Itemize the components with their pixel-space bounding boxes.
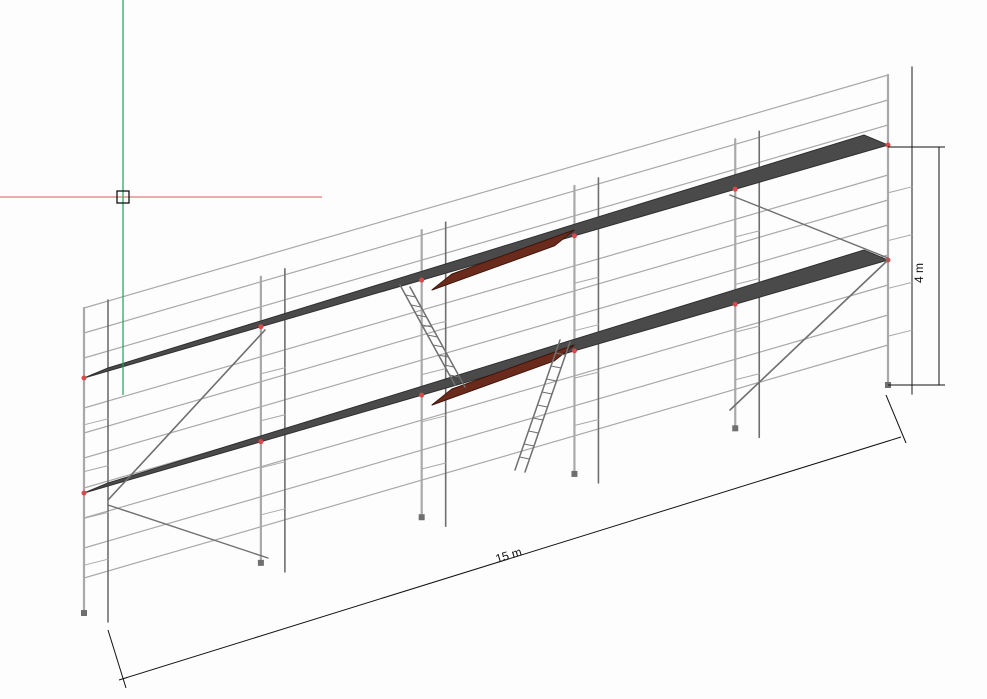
ladder-rung	[432, 344, 444, 348]
ladder-rung	[438, 354, 449, 358]
base-plate	[571, 470, 578, 477]
coupling-node	[258, 324, 264, 330]
ladder-rung	[443, 364, 455, 368]
frame-rung	[573, 276, 599, 284]
deck-platform	[83, 249, 890, 494]
frame-rung	[83, 418, 109, 426]
frame-rung	[887, 281, 913, 289]
ladder-rung	[546, 378, 557, 382]
frame-rung	[83, 465, 109, 473]
frame-rung	[83, 511, 109, 519]
frame-rung	[260, 461, 286, 469]
ladder-rung	[410, 304, 422, 308]
height-dimension-label: 4 m	[912, 263, 926, 283]
guard-rail	[83, 224, 889, 459]
guard-rail	[83, 344, 889, 579]
base-plate	[81, 610, 87, 616]
base-plate	[732, 425, 739, 432]
diagonal-brace	[729, 194, 889, 259]
coupling-node	[419, 277, 425, 283]
diagonal-brace	[729, 259, 889, 411]
frame-rung	[260, 508, 286, 516]
ladder-rung	[555, 352, 566, 356]
frame-rung	[734, 277, 760, 285]
coupling-node	[885, 142, 891, 148]
ladder-rung	[541, 391, 553, 395]
frame-rung	[573, 324, 599, 332]
coupling-node	[81, 490, 87, 496]
coupling-node	[571, 348, 577, 354]
frame-rung	[887, 234, 913, 242]
crosshair-cursor-icon	[0, 0, 322, 395]
ladder-rung	[519, 456, 530, 460]
frame-rung	[421, 415, 447, 423]
frame-rung	[734, 230, 760, 238]
height-dimension: 4 m	[888, 146, 945, 386]
cursor-pick-box[interactable]	[116, 190, 130, 204]
coupling-node	[258, 439, 264, 445]
ladder-rung	[405, 294, 416, 298]
frame-rung	[421, 320, 447, 328]
length-dimension-label: 15 m	[494, 545, 524, 566]
frame-rung	[734, 373, 760, 381]
frame-rung	[260, 414, 286, 422]
frame-rung	[887, 186, 913, 194]
guard-rail	[83, 74, 889, 309]
length-dimension: 15 m	[107, 394, 907, 689]
coupling-node	[732, 301, 738, 307]
coupling-node	[571, 233, 577, 239]
frame-rung	[421, 462, 447, 470]
guard-rail	[83, 174, 889, 409]
trapdoor-deck	[431, 229, 575, 291]
guard-rail	[83, 124, 889, 359]
ladder-rung	[416, 314, 427, 318]
coupling-node	[732, 186, 738, 192]
ladder-rung	[528, 430, 539, 434]
coupling-node	[419, 392, 425, 398]
base-plate	[257, 559, 264, 566]
frame-rung	[421, 368, 447, 376]
guard-rail	[83, 99, 889, 334]
frame-rung	[573, 371, 599, 379]
frame-rung	[83, 558, 109, 566]
ladder-rung	[523, 443, 535, 447]
ladder-rung	[537, 404, 548, 408]
scaffold-structure	[81, 66, 913, 623]
frame-rung	[260, 367, 286, 375]
diagonal-brace	[107, 329, 266, 501]
guard-rail	[83, 284, 889, 519]
ladder-rung	[550, 365, 562, 369]
base-plate	[418, 514, 425, 521]
coupling-node	[81, 375, 87, 381]
frame-rung	[573, 419, 599, 427]
guard-rail	[83, 199, 889, 434]
ladder-rung	[421, 324, 433, 328]
frame-rung	[887, 329, 913, 337]
trapdoor-deck	[431, 344, 575, 406]
deck-platform	[83, 134, 890, 379]
ladder-rung	[449, 374, 460, 378]
frame-rung	[734, 325, 760, 333]
guard-rail	[83, 314, 889, 549]
ladder-rung	[427, 334, 438, 338]
diagonal-brace	[107, 504, 269, 559]
ladder-rung	[532, 417, 544, 421]
